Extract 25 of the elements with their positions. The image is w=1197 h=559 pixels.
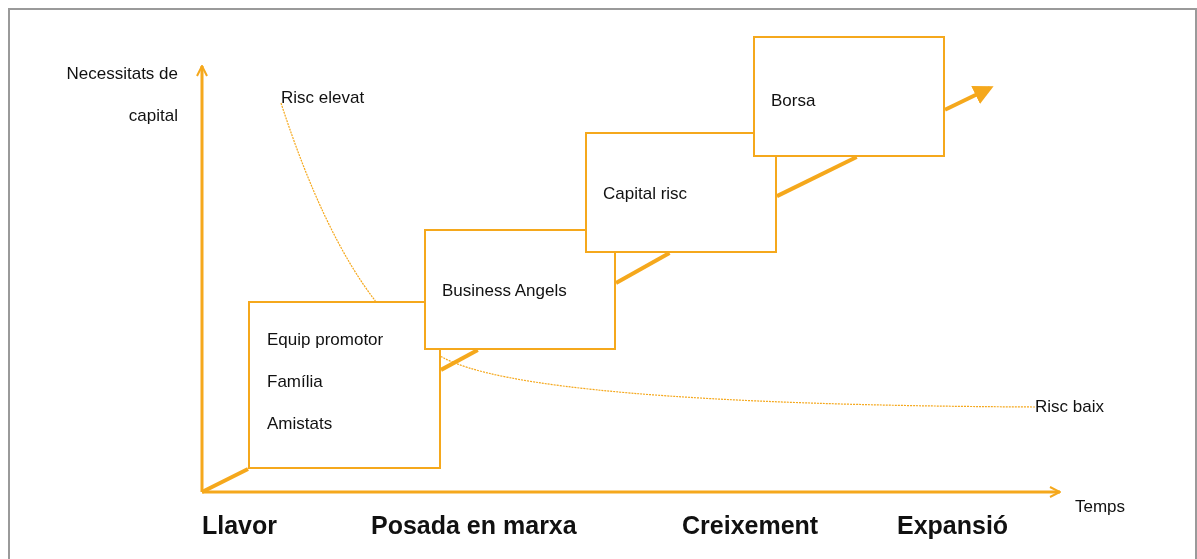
growth-line xyxy=(776,155,858,198)
stage-label: Expansió xyxy=(897,511,1009,539)
stage-label: Creixement xyxy=(682,511,819,539)
stage-box xyxy=(424,229,616,350)
stage-box xyxy=(248,301,441,469)
risk-curve xyxy=(440,355,1036,408)
funding-source-text: Família xyxy=(267,372,323,392)
funding-source-text: Equip promotor xyxy=(267,330,384,350)
risk-label: Risc elevat xyxy=(281,88,365,108)
funding-source-text: Business Angels xyxy=(442,281,567,301)
growth-line xyxy=(201,467,249,494)
funding-source-text: Capital risc xyxy=(603,184,688,204)
risk-label: Risc baix xyxy=(1035,397,1104,417)
axis-title: Necessitats de capital xyxy=(65,63,178,127)
risk-curve xyxy=(280,102,376,302)
growth-line xyxy=(944,86,994,112)
stage-box xyxy=(753,36,945,157)
funding-source-text: Borsa xyxy=(771,91,816,111)
stage-box xyxy=(585,132,777,253)
growth-line xyxy=(615,251,671,285)
axis-title: Temps xyxy=(1075,497,1126,517)
stage-label: Llavor xyxy=(202,511,278,539)
growth-line xyxy=(440,348,479,372)
stage-label: Posada en marxa xyxy=(371,511,577,539)
funding-source-text: Amistats xyxy=(267,414,333,434)
